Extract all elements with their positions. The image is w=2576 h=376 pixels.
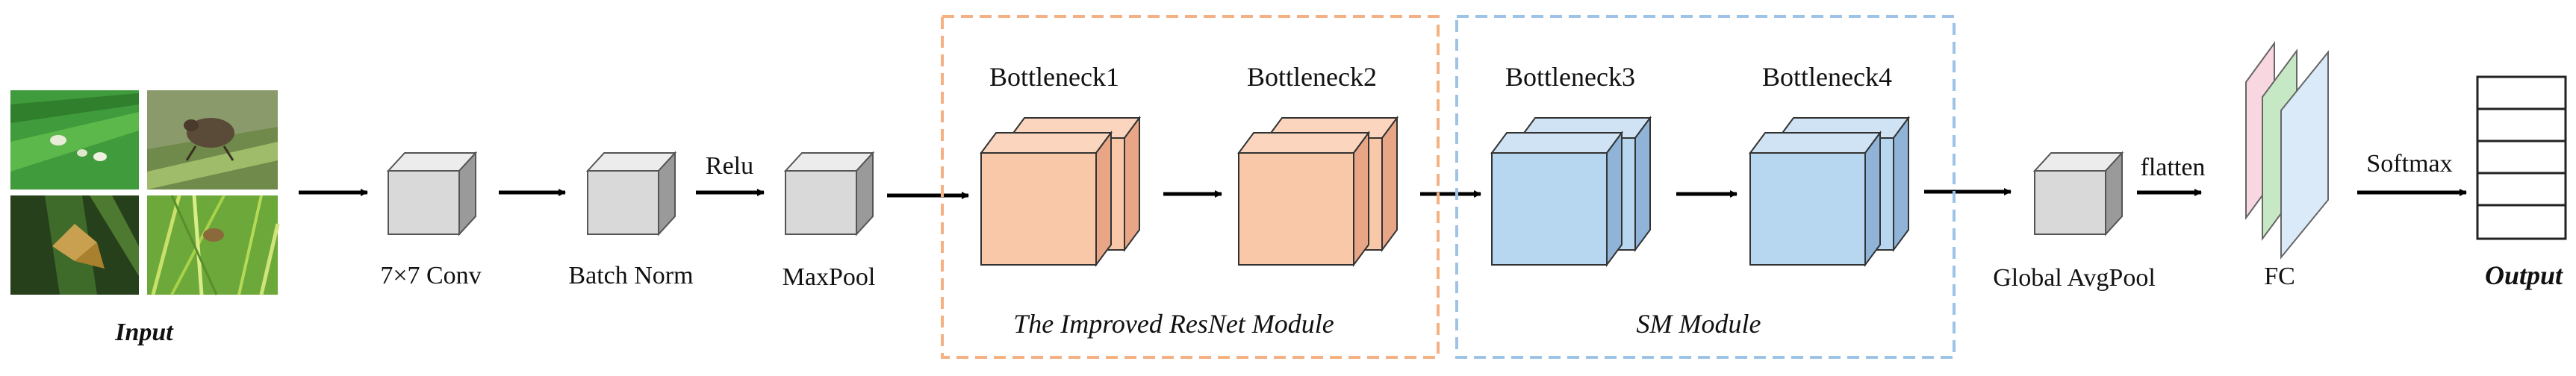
softmax-label: Softmax	[2366, 150, 2452, 178]
maxpool-cube	[783, 151, 875, 236]
bottleneck1-label: Bottleneck1	[989, 62, 1119, 92]
bottleneck2-label: Bottleneck2	[1247, 62, 1377, 92]
input-images: Input	[10, 90, 280, 346]
bottleneck4-label: Bottleneck4	[1762, 62, 1892, 92]
batchnorm-cube	[585, 151, 677, 236]
input-thumbnail-4	[147, 195, 280, 295]
maxpool-label: MaxPool	[783, 263, 876, 291]
bottleneck2-block	[1237, 115, 1399, 268]
sm-module-border	[1455, 15, 1956, 359]
batchnorm-label: Batch Norm	[568, 262, 693, 289]
input-thumbnail-3	[10, 195, 139, 295]
sm-module-caption: SM Module	[1637, 309, 1761, 339]
improved-resnet-caption: The Improved ResNet Module	[1013, 309, 1334, 339]
fc-layers	[2245, 40, 2329, 260]
improved-resnet-module: Bottleneck1 Bottleneck2 The Improved Res…	[941, 15, 1440, 359]
output-vector	[2476, 75, 2567, 240]
global-avgpool-label: Global AvgPool	[1993, 264, 2156, 292]
fc-label: FC	[2264, 263, 2295, 290]
bottleneck4-block	[1749, 115, 1910, 268]
input-caption: Input	[114, 319, 174, 346]
conv-cube	[386, 151, 478, 236]
input-thumbnail-2	[147, 90, 278, 189]
bottleneck3-label: Bottleneck3	[1505, 62, 1635, 92]
sm-module: Bottleneck3 Bottleneck4 SM Module	[1455, 15, 1956, 359]
relu-label: Relu	[706, 152, 753, 180]
fc-layer-blue	[2280, 50, 2329, 260]
output-label: Output	[2485, 260, 2563, 290]
flatten-label: flatten	[2141, 154, 2206, 181]
bottleneck1-block	[980, 115, 1141, 268]
conv-label: 7×7 Conv	[380, 262, 481, 289]
improved-resnet-border	[941, 15, 1440, 359]
global-avgpool-cube	[2032, 151, 2124, 236]
flow-arrows	[299, 188, 2467, 199]
input-thumbnail-1	[10, 90, 139, 189]
bottleneck3-block	[1490, 115, 1652, 268]
